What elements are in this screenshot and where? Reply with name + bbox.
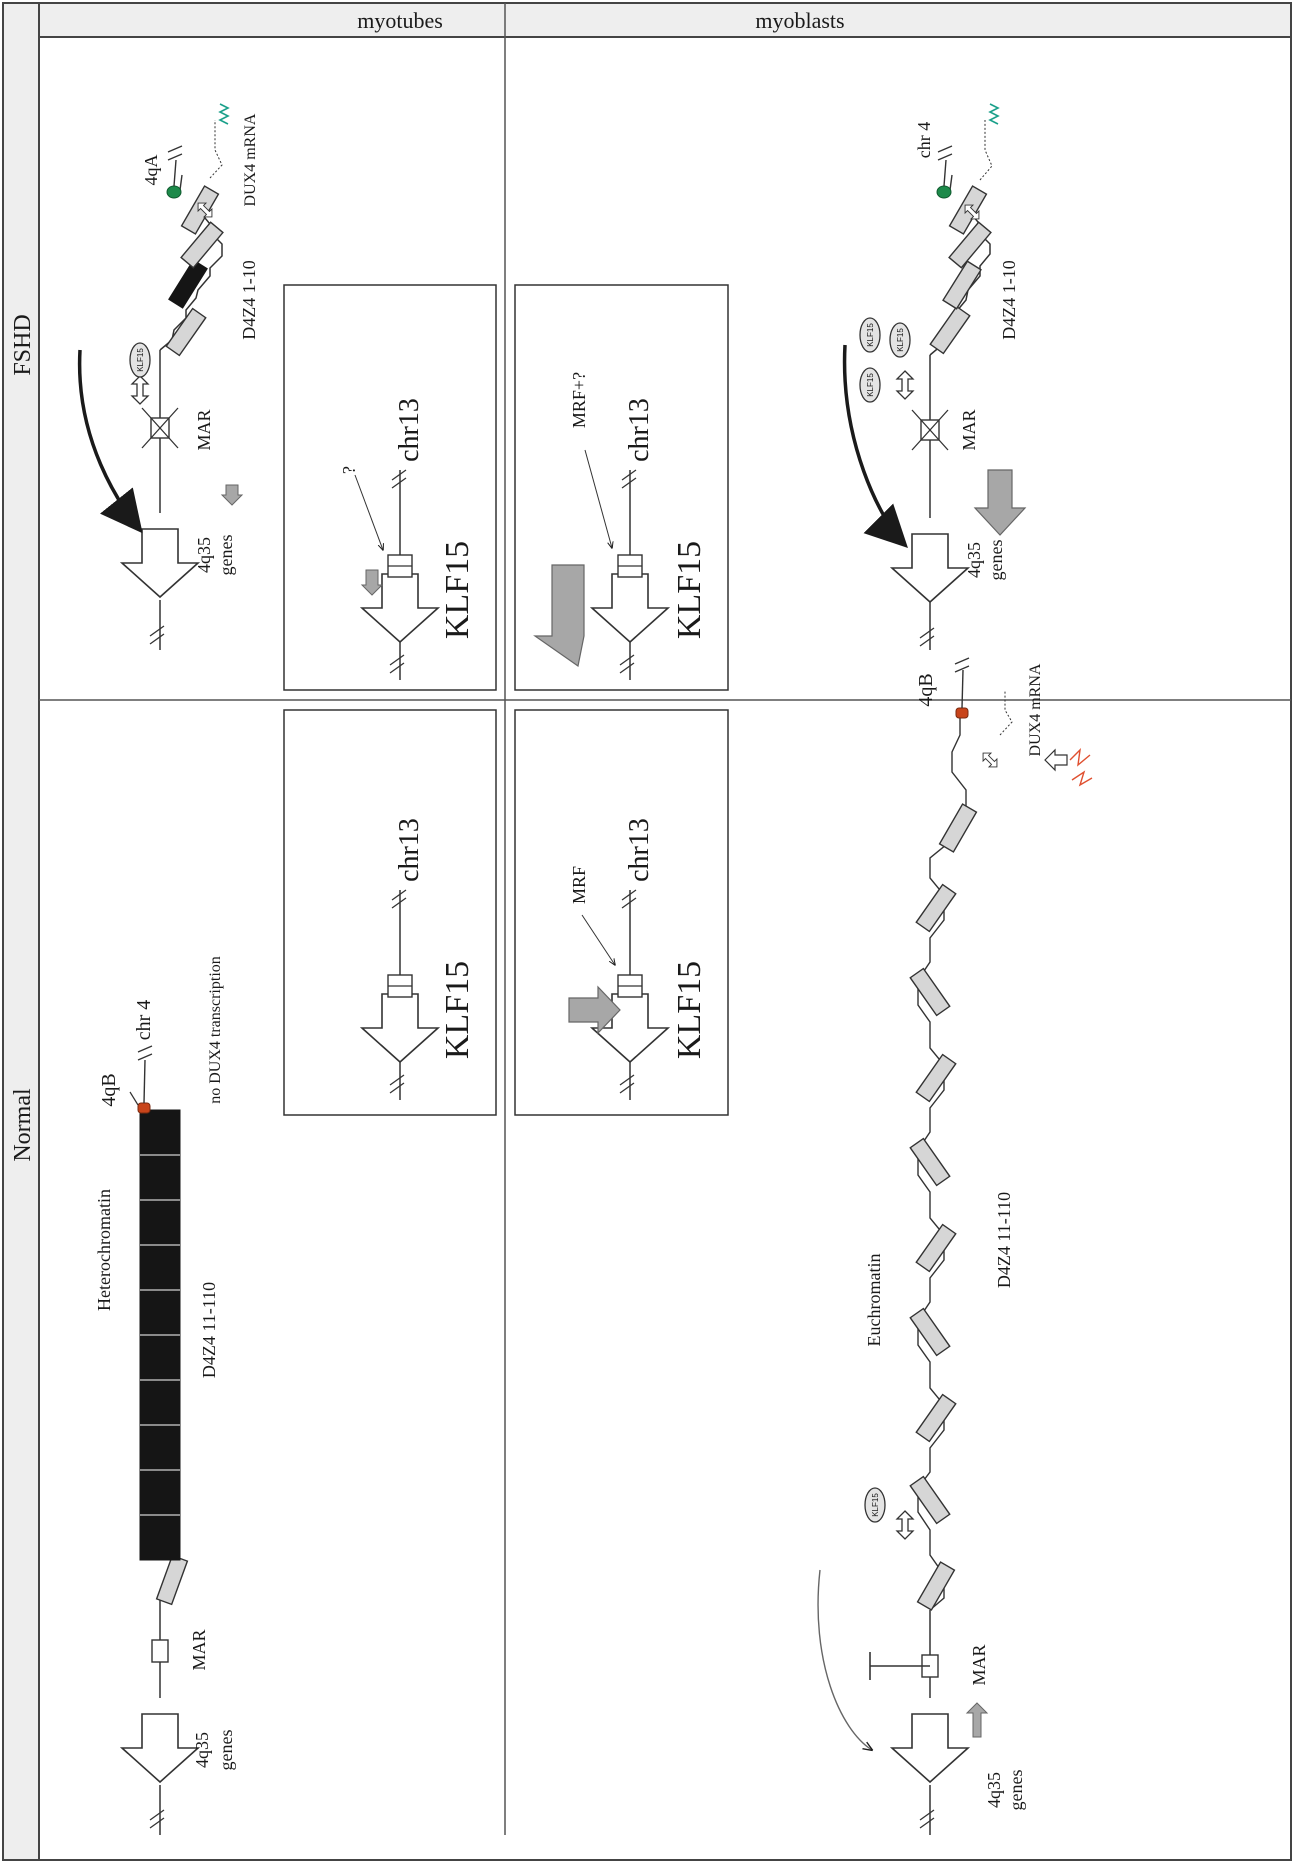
fshd-myotubes-locus <box>77 103 244 650</box>
fshd-myoblasts-repeats-label: D4Z4 1-10 <box>999 260 1019 340</box>
normal-myoblasts-mrna-label: DUX4 mRNA <box>1027 663 1044 756</box>
fshd-myotubes-mar-label: MAR <box>194 409 214 450</box>
klf15-box-fshd-myotubes <box>283 284 497 691</box>
normal-myotubes-repeats-label: D4Z4 11-110 <box>199 1282 219 1378</box>
klf15-gene-fshd-myotubes: KLF15 <box>439 541 476 639</box>
normal-myotubes-locus <box>121 1045 199 1835</box>
column-header-myoblasts: myoblasts <box>755 8 844 33</box>
normal-myoblasts-locus-label: 4qB <box>915 673 937 706</box>
klf15-regulator-normal-myoblasts: MRF <box>569 866 589 904</box>
normal-myotubes-locus-label: 4qB <box>98 1073 120 1106</box>
column-header-myotubes: myotubes <box>357 8 443 33</box>
normal-myoblasts-genes-num: 4q35 <box>984 1772 1004 1808</box>
fshd-myoblasts-genes-num: 4q35 <box>964 542 984 578</box>
fshd-myoblasts-mar-label: MAR <box>959 409 979 450</box>
klf15-gene-fshd-myoblasts: KLF15 <box>671 541 708 639</box>
normal-myotubes-heterochromatin-label: Heterochromatin <box>94 1189 114 1311</box>
klf15-chr-normal-myotubes: chr13 <box>394 818 425 882</box>
normal-myoblasts-locus <box>817 657 1093 1835</box>
normal-myotubes-genes-word: genes <box>216 1730 236 1771</box>
klf15-regulator-fshd-myoblasts: MRF+? <box>569 372 589 428</box>
fshd-myoblasts-locus <box>842 103 1027 650</box>
normal-myoblasts-mar-label: MAR <box>969 1644 989 1685</box>
klf15-gene-normal-myoblasts: KLF15 <box>671 961 708 1059</box>
normal-myotubes-note: no DUX4 transcription <box>207 956 224 1104</box>
normal-myotubes-chr-label: chr 4 <box>133 1000 155 1041</box>
normal-myotubes-mar-label: MAR <box>189 1629 209 1670</box>
fshd-myotubes-mrna-label: DUX4 mRNA <box>242 113 259 206</box>
klf15-box-normal-myotubes <box>283 709 497 1116</box>
fshd-myoblasts-locus-label: chr 4 <box>914 122 934 158</box>
klf15-regulator-fshd-myotubes: ? <box>339 466 359 474</box>
fshd-myotubes-genes-num: 4q35 <box>194 537 214 573</box>
klf15-box-fshd-myoblasts <box>514 284 729 691</box>
fshd-myoblasts-genes-word: genes <box>986 540 1006 581</box>
klf15-box-normal-myoblasts <box>514 709 729 1116</box>
normal-myotubes-genes-num: 4q35 <box>192 1732 212 1768</box>
normal-myoblasts-repeats-label: D4Z4 11-110 <box>994 1192 1014 1288</box>
klf15-chr-normal-myoblasts: chr13 <box>624 818 655 882</box>
klf15-gene-normal-myotubes: KLF15 <box>439 961 476 1059</box>
klf15-chr-fshd-myotubes: chr13 <box>394 398 425 462</box>
normal-myoblasts-euchromatin-label: Euchromatin <box>864 1254 884 1347</box>
fshd-myotubes-repeats-label: D4Z4 1-10 <box>239 260 259 340</box>
fshd-myotubes-genes-word: genes <box>216 535 236 576</box>
klf15-chr-fshd-myoblasts: chr13 <box>624 398 655 462</box>
normal-myoblasts-genes-word: genes <box>1006 1770 1026 1811</box>
row-header-fshd: FSHD <box>10 314 36 375</box>
row-header-normal: Normal <box>10 1088 36 1162</box>
fshd-myotubes-locus-label: 4qA <box>141 155 161 186</box>
